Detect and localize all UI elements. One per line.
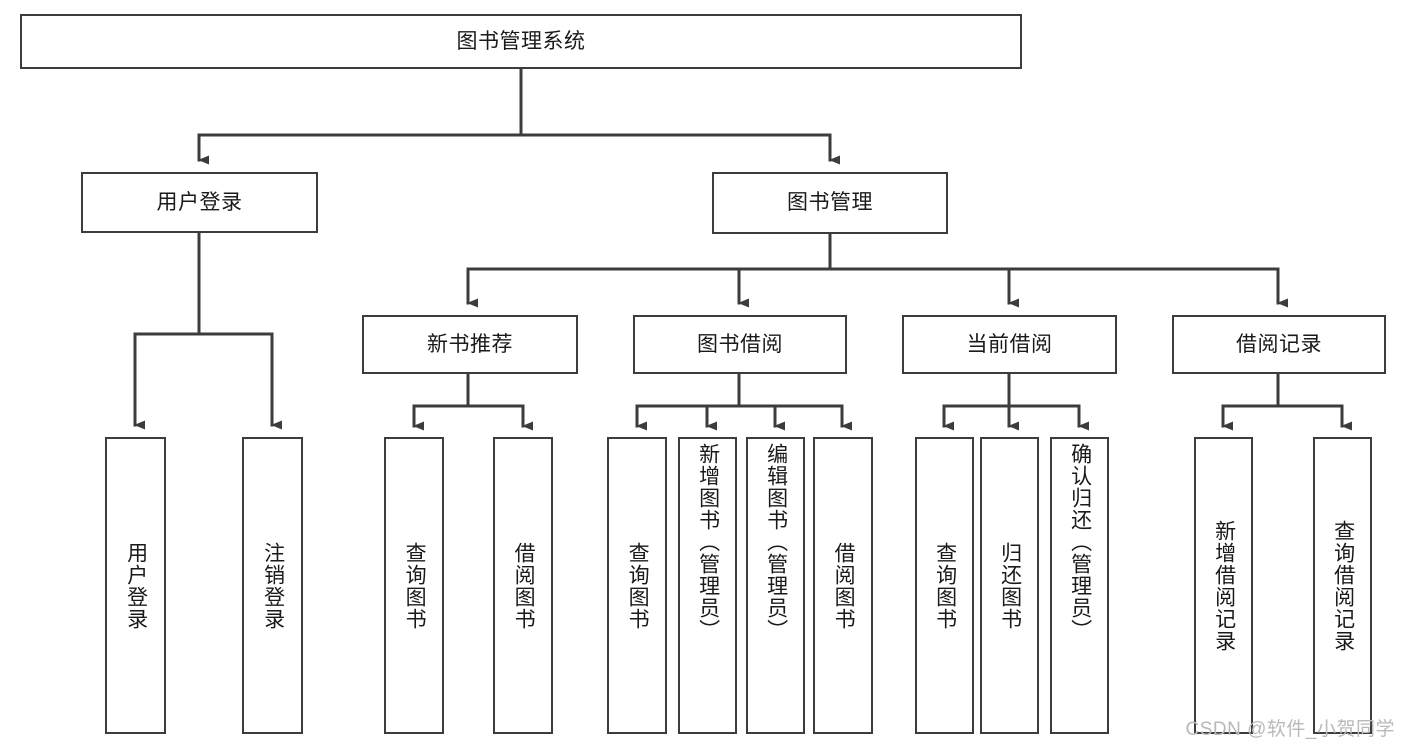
node-leaf-borrow-query-book-label: 查询图书 [626, 541, 650, 630]
node-borrow-record[interactable]: 借阅记录 [1172, 315, 1386, 374]
node-leaf-borrow-book-label: 借阅图书 [832, 541, 856, 630]
node-leaf-add-book[interactable]: 新增图书（管理员） [678, 437, 737, 734]
node-root[interactable]: 图书管理系统 [20, 14, 1022, 69]
node-leaf-return-book[interactable]: 归还图书 [980, 437, 1039, 734]
node-leaf-logout[interactable]: 注销登录 [242, 437, 303, 734]
node-leaf-add-borrow-record[interactable]: 新增借阅记录 [1194, 437, 1253, 734]
node-leaf-confirm-return-label: 确认归还（管理员） [1068, 443, 1092, 641]
node-user-login-label: 用户登录 [156, 190, 243, 214]
node-leaf-edit-book[interactable]: 编辑图书（管理员） [746, 437, 805, 734]
node-leaf-borrow-book[interactable]: 借阅图书 [813, 437, 873, 734]
node-leaf-query-borrow-record[interactable]: 查询借阅记录 [1313, 437, 1372, 734]
node-leaf-borrow-query-book[interactable]: 查询图书 [607, 437, 667, 734]
node-leaf-confirm-return[interactable]: 确认归还（管理员） [1050, 437, 1109, 734]
node-new-book-recommend-label: 新书推荐 [427, 332, 513, 356]
node-leaf-query-borrow-record-label: 查询借阅记录 [1331, 519, 1355, 652]
node-borrow-record-label: 借阅记录 [1236, 332, 1322, 356]
node-current-borrow[interactable]: 当前借阅 [902, 315, 1117, 374]
node-current-borrow-label: 当前借阅 [966, 332, 1053, 356]
node-book-borrow[interactable]: 图书借阅 [633, 315, 847, 374]
node-new-book-recommend[interactable]: 新书推荐 [362, 315, 578, 374]
node-book-borrow-label: 图书借阅 [697, 332, 783, 356]
node-leaf-current-query-book[interactable]: 查询图书 [915, 437, 974, 734]
node-leaf-user-login[interactable]: 用户登录 [105, 437, 166, 734]
node-book-manage-label: 图书管理 [787, 191, 873, 215]
node-book-manage[interactable]: 图书管理 [712, 172, 948, 234]
node-user-login[interactable]: 用户登录 [81, 172, 318, 233]
node-leaf-current-query-book-label: 查询图书 [933, 541, 957, 630]
node-leaf-add-book-label: 新增图书（管理员） [696, 443, 720, 641]
node-root-label: 图书管理系统 [456, 29, 586, 53]
node-leaf-recommend-query-book[interactable]: 查询图书 [384, 437, 444, 734]
node-leaf-recommend-query-book-label: 查询图书 [403, 541, 427, 630]
csdn-watermark: CSDN @软件_小贺同学 [1185, 719, 1395, 740]
node-leaf-logout-label: 注销登录 [261, 541, 285, 630]
node-leaf-add-borrow-record-label: 新增借阅记录 [1212, 519, 1236, 652]
node-leaf-recommend-borrow-book[interactable]: 借阅图书 [493, 437, 553, 734]
node-leaf-user-login-label: 用户登录 [124, 541, 148, 630]
node-leaf-recommend-borrow-book-label: 借阅图书 [512, 541, 536, 630]
node-leaf-return-book-label: 归还图书 [998, 541, 1022, 630]
node-leaf-edit-book-label: 编辑图书（管理员） [764, 443, 788, 641]
